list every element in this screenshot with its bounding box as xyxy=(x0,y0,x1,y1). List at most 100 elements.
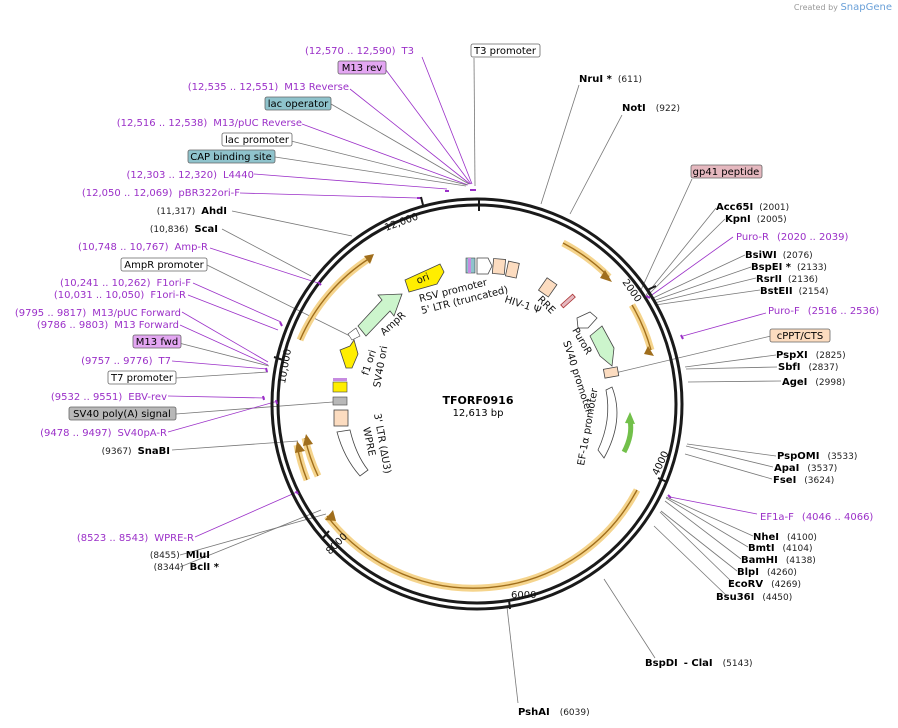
box-m13-fwd-text[interactable]: M13 fwd xyxy=(136,337,178,348)
box-gp41-text[interactable]: gp41 peptide xyxy=(693,167,760,178)
primer-ebv-rev[interactable]: (9532 .. 9551)EBV-rev xyxy=(51,392,167,403)
enzyme-ecorv-name: EcoRV xyxy=(728,579,763,590)
tick-10000 xyxy=(273,356,284,361)
tick-2000 xyxy=(646,285,657,291)
primer-pbr322[interactable]: (12,050 .. 12,069)pBR322ori-F xyxy=(82,188,240,199)
primer-puro-f[interactable]: Puro-F(2516 .. 2536) xyxy=(768,306,879,317)
primer-ebv-rev-pos: (9532 .. 9551) xyxy=(51,392,123,403)
box-t7-promoter-text[interactable]: T7 promoter xyxy=(110,373,174,384)
enzyme-ahdi[interactable]: (11,317)AhdI xyxy=(157,206,227,217)
enzyme-ecorv[interactable]: EcoRV(4269) xyxy=(728,579,801,590)
primer-labels[interactable]: (12,570 .. 12,590)T3 (12,535 .. 12,551)M… xyxy=(15,46,879,544)
leader-blpi xyxy=(660,510,738,572)
enzyme-bspdi-clai[interactable]: BspDI- ClaI(5143) xyxy=(645,658,753,669)
enzyme-bamhi[interactable]: BamHI(4138) xyxy=(741,555,816,566)
leader-ampr-primer xyxy=(209,247,319,284)
leader-t3prom xyxy=(473,57,476,187)
leader-bcli xyxy=(179,509,322,568)
enzyme-rsrii[interactable]: RsrII(2136) xyxy=(756,274,818,285)
inner-features[interactable] xyxy=(332,257,635,477)
enzyme-mlui[interactable]: (8455)MluI xyxy=(150,550,210,561)
enzyme-pspomi[interactable]: PspOMI(3533) xyxy=(777,451,857,462)
enzyme-acc65i[interactable]: Acc65I(2001) xyxy=(716,202,789,213)
primer-m13-reverse[interactable]: (12,535 .. 12,551)M13 Reverse xyxy=(188,82,349,93)
primer-ef1a-f[interactable]: EF1a-F(4046 .. 4066) xyxy=(760,512,873,523)
enzyme-kpni-name: KpnI xyxy=(725,214,751,225)
orf-arrowheads xyxy=(295,254,654,521)
primer-amp-r[interactable]: (10,748 .. 10,767)Amp-R xyxy=(78,242,208,253)
enzyme-bmti[interactable]: BmtI(4104) xyxy=(748,543,812,554)
orf-head-4 xyxy=(303,434,313,446)
box-sv40-polya xyxy=(68,406,177,421)
primer-m13puc-forward[interactable]: (9795 .. 9817)M13/pUC Forward xyxy=(15,308,181,319)
leader-bspdi xyxy=(603,578,656,659)
enzyme-pshai-pos: (6039) xyxy=(560,708,590,718)
box-lac-operator xyxy=(264,96,332,111)
enzyme-agei-pos: (2998) xyxy=(815,378,845,388)
leader-ebv xyxy=(167,395,266,399)
primer-pbr322-pos: (12,050 .. 12,069) xyxy=(82,188,173,199)
enzyme-sbfi[interactable]: SbfI(2837) xyxy=(778,362,838,373)
m13fwd-mark xyxy=(333,378,347,381)
box-lac-promoter xyxy=(221,132,293,147)
primer-t7[interactable]: (9757 .. 9776)T7 xyxy=(81,356,171,367)
primer-puro-r[interactable]: Puro-R(2020 .. 2039) xyxy=(736,232,848,243)
enzyme-bspei[interactable]: BspEI *(2133) xyxy=(751,262,827,273)
f1-ori-arrow xyxy=(339,339,359,369)
box-sv40-polya-text[interactable]: SV40 poly(A) signal xyxy=(73,409,171,420)
enzyme-bsteii[interactable]: BstEII(2154) xyxy=(760,286,829,297)
enzyme-pshai[interactable]: PshAI (6039) xyxy=(518,707,590,718)
primer-f1ori-f[interactable]: (10,241 .. 10,262)F1ori-F xyxy=(60,278,191,289)
primer-t3[interactable]: (12,570 .. 12,590)T3 xyxy=(305,46,414,57)
enzyme-noti[interactable]: NotI(922) xyxy=(622,103,680,114)
box-ampr-promoter-text[interactable]: AmpR promoter xyxy=(124,260,204,271)
primer-sv40pa-r[interactable]: (9478 .. 9497)SV40pA-R xyxy=(40,428,167,439)
plasmid-name: TFORF0916 xyxy=(443,394,514,407)
enzyme-blpi[interactable]: BlpI(4260) xyxy=(737,567,797,578)
leader-rsrii xyxy=(653,277,757,304)
box-lac-operator-text[interactable]: lac operator xyxy=(268,99,329,110)
enzyme-labels[interactable]: NruI *(611) NotI(922) Acc65I(2001) KpnI(… xyxy=(102,74,858,718)
leader-pspomi xyxy=(686,443,777,457)
box-lac-promoter-text[interactable]: lac promoter xyxy=(225,135,290,146)
leader-noti xyxy=(569,114,623,215)
enzyme-fsei[interactable]: FseI(3624) xyxy=(773,475,834,486)
enzyme-bcli[interactable]: (8344)BclI * xyxy=(154,562,220,573)
primer-puro-r-name: Puro-R xyxy=(736,232,769,243)
enzyme-agei[interactable]: AgeI(2998) xyxy=(782,377,845,388)
box-cap-binding xyxy=(187,149,276,164)
leader-puro-r xyxy=(648,236,734,298)
box-cppt-text[interactable]: cPPT/CTS xyxy=(777,331,823,342)
enzyme-pspxi[interactable]: PspXI(2825) xyxy=(776,350,846,361)
enzyme-pshai-name: PshAI xyxy=(518,707,550,718)
primer-l4440[interactable]: (12,303 .. 12,320)L4440 xyxy=(126,170,254,181)
enzyme-bsu36i[interactable]: Bsu36I(4450) xyxy=(716,592,792,603)
primer-wpre-r-pos: (8523 .. 8543) xyxy=(77,533,149,544)
enzyme-blpi-pos: (4260) xyxy=(767,568,797,578)
enzyme-kpni[interactable]: KpnI(2005) xyxy=(725,214,787,225)
primer-wpre-r[interactable]: (8523 .. 8543)WPRE-R xyxy=(77,533,194,544)
orf-head-1 xyxy=(600,270,612,282)
leader-scai xyxy=(221,228,312,277)
primer-m13puc-reverse[interactable]: (12,516 .. 12,538)M13/pUC Reverse xyxy=(117,118,302,129)
box-t3-promoter-text[interactable]: T3 promoter xyxy=(473,46,537,57)
enzyme-bsiwi[interactable]: BsiWI(2076) xyxy=(745,250,813,261)
enzyme-apai[interactable]: ApaI(3537) xyxy=(774,463,837,474)
enzyme-pspxi-pos: (2825) xyxy=(816,351,846,361)
enzyme-nhei[interactable]: NheI(4100) xyxy=(753,532,817,543)
box-m13-rev-text[interactable]: M13 rev xyxy=(342,63,383,74)
enzyme-scai[interactable]: (10,836)ScaI xyxy=(150,224,218,235)
primer-m13-forward[interactable]: (9786 .. 9803)M13 Forward xyxy=(37,320,179,331)
snapgene-credit: Created by SnapGene xyxy=(794,2,892,13)
orf-arc-2-core xyxy=(631,304,652,351)
primer-f1ori-r[interactable]: (10,031 .. 10,050)F1ori-R xyxy=(54,290,186,301)
enzyme-snabi[interactable]: (9367)SnaBI xyxy=(102,446,170,457)
enzyme-bspei-pos: (2133) xyxy=(797,263,827,273)
box-cap-binding-text[interactable]: CAP binding site xyxy=(190,152,272,163)
enzyme-nrui[interactable]: NruI *(611) xyxy=(579,74,642,85)
enzyme-noti-name: NotI xyxy=(622,103,646,114)
primer-m13puc-reverse-pos: (12,516 .. 12,538) xyxy=(117,118,208,129)
label-hiv1-psi: HIV-1 Ψ xyxy=(503,294,542,316)
boxed-labels[interactable]: T3 promoter M13 rev lac operator lac pro… xyxy=(68,43,831,421)
